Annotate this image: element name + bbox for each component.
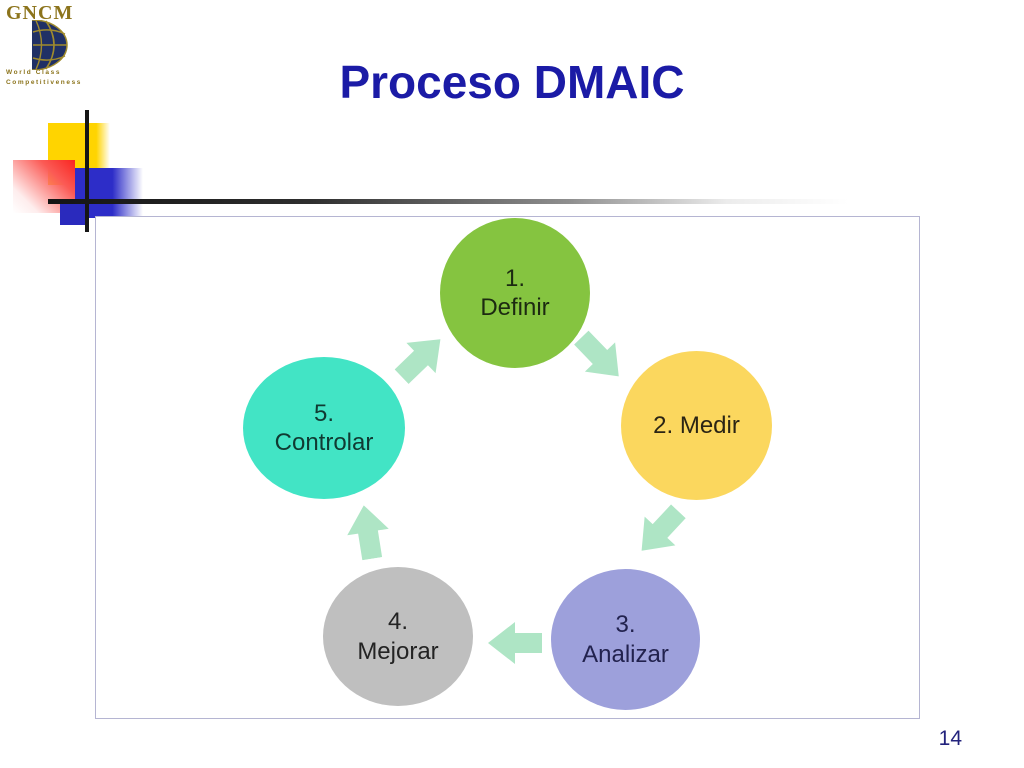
step-circle-analizar: 3. Analizar [551,569,700,710]
logo-tagline-line2: Competitiveness [6,79,83,87]
cycle-arrow-icon-mejorar-controlar [347,505,389,561]
cycle-arrow-icon-medir-analizar [641,504,686,551]
step-circle-controlar: 5. Controlar [243,357,405,499]
gncm-logo-text: GNCM [6,2,74,24]
slide-title: Proceso DMAIC [339,56,685,108]
step-circle-definir: 1. Definir [440,218,590,368]
step-circle-medir: 2. Medir [621,351,772,500]
step-circle-mejorar: 4. Mejorar [323,567,473,706]
step-label-medir: 2. Medir [653,411,740,439]
cycle-arrow-icon-definir-medir [574,330,619,377]
step-label-analizar: 3. Analizar [582,611,669,668]
step-label-definir: 1. Definir [480,264,550,321]
logo-tagline: World Class Competitiveness [6,68,116,89]
logo-tagline-line1: World Class [6,69,62,76]
decor-horizontal-line [48,199,918,204]
step-label-mejorar: 4. Mejorar [357,608,439,665]
cycle-arrow-icon-controlar-definir [394,339,441,384]
decor-square-blue-small [60,204,86,225]
step-label-controlar: 5. Controlar [274,399,374,456]
page-number: 14 [938,727,962,750]
gncm-logo: GNCM World Class Competitiveness [6,2,116,86]
decor-vertical-line [85,110,89,232]
globe-icon [32,20,68,70]
cycle-arrow-icon-analizar-mejorar [488,622,542,664]
